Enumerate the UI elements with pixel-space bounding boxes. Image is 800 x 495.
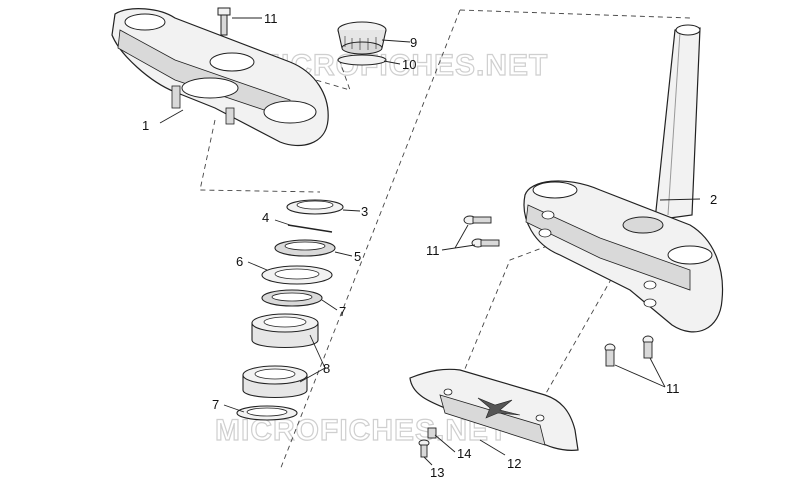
screw-left-upper xyxy=(463,215,492,225)
callout-13: 13 xyxy=(430,465,444,480)
dashed-line-top-right xyxy=(459,9,691,19)
callout-10: 10 xyxy=(402,57,416,72)
washer-part-10 xyxy=(337,54,387,66)
callout-2: 2 xyxy=(710,192,717,207)
callout-3: 3 xyxy=(361,204,368,219)
callout-labels: 1 2 3 4 5 6 7 7 8 9 10 11 11 11 12 13 14 xyxy=(142,11,717,480)
callout-5: 5 xyxy=(354,249,361,264)
screws xyxy=(418,215,654,458)
dashed-line-diagonal xyxy=(279,9,461,471)
screw-left-lower xyxy=(471,238,500,248)
callout-6: 6 xyxy=(236,254,243,269)
washer-14 xyxy=(427,427,437,439)
screw-13 xyxy=(418,439,430,458)
cap-nut-part xyxy=(337,21,387,55)
callout-1: 1 xyxy=(142,118,149,133)
callout-4: 4 xyxy=(262,210,269,225)
callout-11-left: 11 xyxy=(426,243,440,258)
leader-lines xyxy=(159,17,701,466)
callout-7-lower: 7 xyxy=(212,397,219,412)
top-screw-part xyxy=(217,7,231,36)
bearing-stack xyxy=(236,199,344,421)
steering-stem-lower-yoke-part xyxy=(523,24,724,333)
screw-right-1 xyxy=(604,343,616,367)
top-yoke-part xyxy=(111,8,329,147)
callout-7-upper: 7 xyxy=(339,304,346,319)
callout-12: 12 xyxy=(507,456,521,471)
callout-8: 8 xyxy=(323,361,330,376)
cover-plate-part xyxy=(409,368,579,451)
callout-11-top: 11 xyxy=(264,11,278,26)
callout-11-right: 11 xyxy=(666,381,680,396)
eagle-logo-icon xyxy=(477,397,521,419)
dashed-line-top-yoke-to-cap xyxy=(229,54,351,91)
screw-right-2 xyxy=(642,335,654,359)
callout-14: 14 xyxy=(457,446,471,461)
callout-9: 9 xyxy=(410,35,417,50)
